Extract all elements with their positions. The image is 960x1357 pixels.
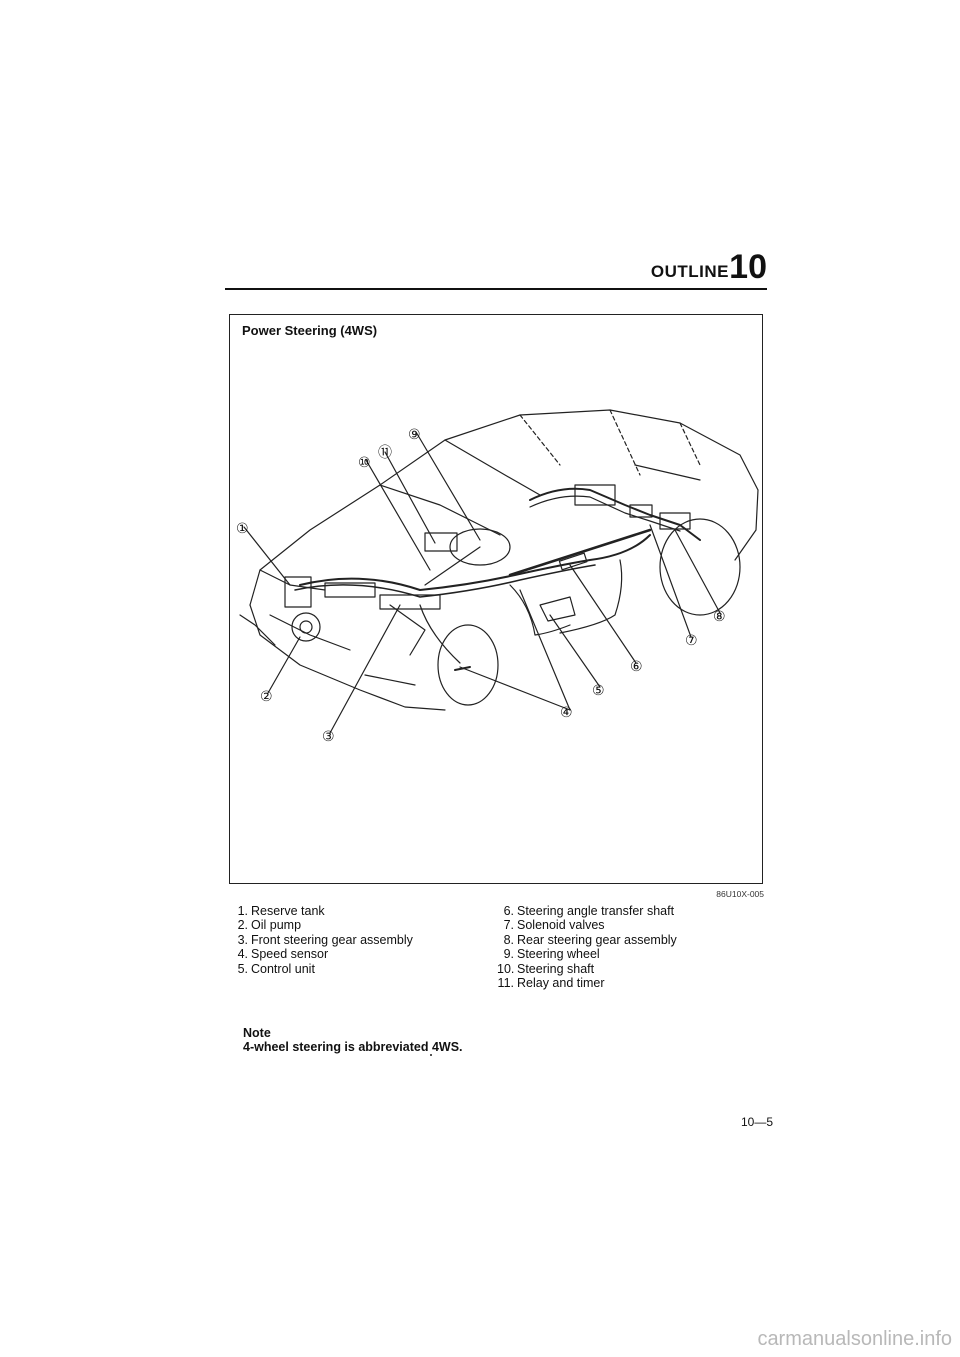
callout-8: ⑧ bbox=[713, 609, 726, 625]
callout-11: ⑪ bbox=[378, 445, 392, 461]
page-number: 10—5 bbox=[741, 1115, 774, 1129]
legend-item: 7.Solenoid valves bbox=[503, 918, 605, 933]
callout-1: ① bbox=[236, 521, 249, 537]
callout-3: ③ bbox=[322, 729, 335, 745]
legend-item: 11.Relay and timer bbox=[497, 976, 605, 991]
legend-item: 8.Rear steering gear assembly bbox=[503, 932, 677, 947]
header-rule bbox=[225, 288, 767, 290]
legend-item: 5.Control unit bbox=[237, 961, 315, 976]
legend-right: 6.Steering angle transfer shaft 7.Soleno… bbox=[497, 904, 677, 990]
note-block: Note 4-wheel steering is abbreviated 4WS… bbox=[243, 1026, 463, 1054]
chapter-number: 10 bbox=[729, 248, 767, 286]
callout-7: ⑦ bbox=[685, 633, 698, 649]
figure-title: Power Steering (4WS) bbox=[242, 323, 378, 338]
callout-5: ⑤ bbox=[592, 683, 605, 699]
legend-item: 4.Speed sensor bbox=[237, 947, 329, 962]
callout-6: ⑥ bbox=[630, 659, 643, 675]
legend-item: 1.Reserve tank bbox=[237, 904, 325, 918]
page-header: OUTLINE 10 bbox=[225, 250, 767, 292]
legend-item: 3.Front steering gear assembly bbox=[237, 932, 413, 947]
note-heading: Note bbox=[243, 1026, 271, 1040]
legend-item: 9.Steering wheel bbox=[503, 947, 600, 962]
legend-left: 1.Reserve tank 2.Oil pump 3.Front steeri… bbox=[231, 904, 413, 976]
callout-9: ⑨ bbox=[408, 427, 421, 443]
watermark: carmanualsonline.info bbox=[757, 1328, 952, 1350]
section-title: OUTLINE bbox=[650, 262, 729, 281]
callout-2: ② bbox=[260, 689, 273, 705]
note-text: 4-wheel steering is abbreviated 4WS. bbox=[243, 1040, 463, 1054]
figure-frame: Power Steering (4WS) bbox=[229, 314, 763, 884]
callout-4: ④ bbox=[560, 705, 573, 721]
legend-item: 10.Steering shaft bbox=[497, 961, 595, 976]
stray-mark bbox=[430, 1054, 432, 1056]
vehicle-illustration: ① ② ③ ④ ⑤ ⑥ ⑦ ⑧ ⑨ ⑩ ⑪ bbox=[236, 409, 759, 745]
callout-10: ⑩ bbox=[358, 455, 371, 471]
figure-code: 86U10X-005 bbox=[716, 889, 764, 899]
legend-item: 2.Oil pump bbox=[237, 918, 302, 933]
legend-item: 6.Steering angle transfer shaft bbox=[503, 904, 675, 918]
